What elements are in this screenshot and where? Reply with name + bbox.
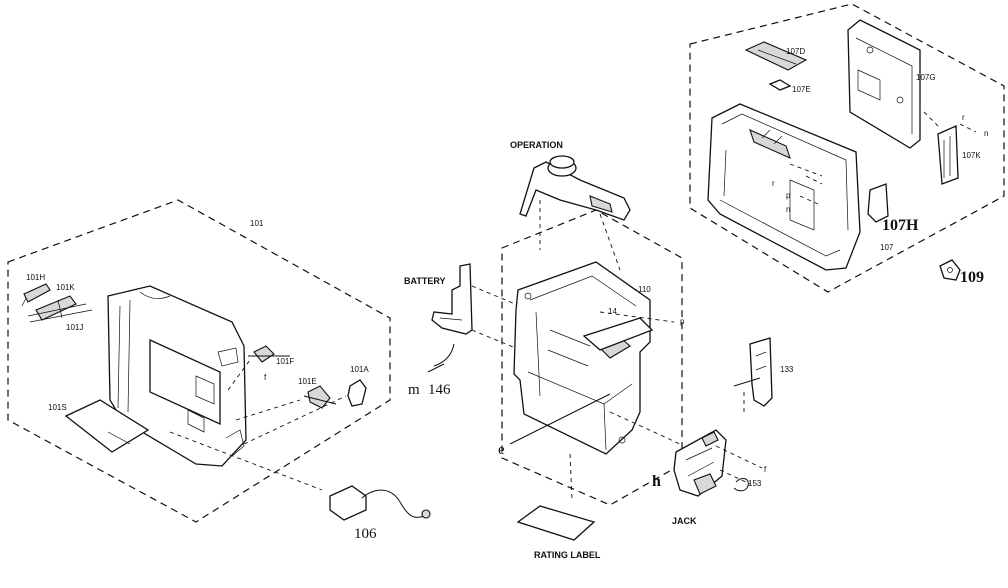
leader-lines-battery [471,285,531,355]
label-f-101: f [264,373,267,382]
label-101f: 101F [276,357,294,366]
part-101a [347,379,367,407]
label-14: 14 [608,307,617,316]
label-109: 109 [960,269,984,286]
frame-107 [707,103,861,271]
label-r-top: r [962,113,965,122]
part-106-cable [329,485,431,521]
label-146: 146 [428,382,451,398]
leader-lines-107 [789,111,977,205]
label-107k: 107K [962,151,981,160]
part-107d [744,41,808,71]
leader-lines-110 [569,311,681,501]
part-101j [27,303,93,323]
jack-assembly [673,429,727,497]
label-110: 110 [638,285,651,294]
label-h: h [652,473,661,490]
part-101f [248,345,290,363]
label-101h: 101H [26,273,45,282]
label-f-jack: f [764,465,767,474]
part-146 [427,343,455,373]
part-109 [939,259,961,281]
label-107e: 107E [792,85,811,94]
main-frame-110 [513,261,654,455]
part-101s [64,399,150,453]
label-107: 107 [880,243,894,252]
label-107d: 107D [786,47,805,56]
label-operation: OPERATION [510,140,563,150]
part-e-leader [509,393,611,445]
leader-lines-operation [539,200,621,271]
label-133: 133 [780,365,794,374]
label-m: m [408,382,420,398]
housing-101 [107,285,247,467]
label-101j: 101J [66,323,83,332]
part-101e [303,385,337,409]
part-101s-stripe [107,431,131,445]
label-rating-label: RATING LABEL [534,550,601,560]
label-r-mid: r [772,179,775,188]
battery-bracket [431,263,473,335]
operation-assembly [519,155,631,221]
part-107g [847,19,921,149]
label-107h: 107H [882,217,919,234]
part-101k [35,295,77,321]
label-153: 153 [748,479,762,488]
leader-lines-101 [169,359,347,491]
label-n-right: n [984,129,988,138]
label-n-mid: n [786,205,790,214]
label-101a: 101A [350,365,369,374]
label-p-110: p [680,317,685,326]
label-106: 106 [354,526,377,542]
label-101k: 101K [56,283,75,292]
label-jack: JACK [672,516,697,526]
part-101h [21,283,51,307]
part-107e [768,79,792,91]
label-battery: BATTERY [404,276,446,286]
label-p-107: p [786,191,791,200]
label-101e: 101E [298,377,317,386]
part-133 [733,337,773,407]
leader-lines-jack [715,445,763,485]
part-107h [867,183,889,223]
label-101: 101 [250,219,264,228]
label-e: e [498,442,505,458]
label-101s: 101S [48,403,67,412]
group-101-boundary [7,199,391,523]
part-153 [733,478,749,492]
label-107g: 107G [916,73,936,82]
rating-label-plate [516,505,596,541]
part-107k [937,125,959,185]
group-107-boundary [689,3,1005,293]
